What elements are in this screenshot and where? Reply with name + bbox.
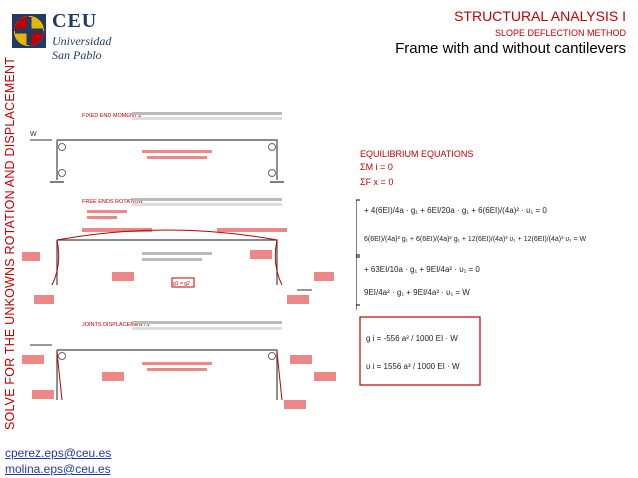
ceu-logo-icon — [12, 14, 46, 48]
equation-row-4: 9EI/4a² · g₁ + 9EI/4a³ · υ₁ = W — [364, 288, 470, 297]
equations-title: EQUILIBRIUM EQUATIONS — [360, 149, 473, 159]
page-title: STRUCTURAL ANALYSIS I — [454, 8, 626, 24]
frame-2 — [56, 239, 278, 285]
equation-row-2: 6(6EI)/(4a)² g₁ + 6(6EI)/(4a)² g₁ + 12(6… — [364, 236, 587, 243]
frame-1 — [56, 139, 278, 180]
section-label-free-ends: FREE ENDS ROTATION — [82, 199, 143, 205]
svg-text:+ 4(6EI)/4a · g₁ + 6EI/20a · g: + 4(6EI)/4a · g₁ + 6EI/20a · g₁ + 6(6EI)… — [364, 206, 547, 215]
section-label-joint-disp: JOINTS DISPLACEMENTS — [82, 322, 150, 328]
frame-3 — [56, 349, 278, 400]
slide-heading: Frame with and without cantilevers — [395, 40, 626, 57]
frame-diagram: FIXED END MOMENTS W FREE ENDS ROTATION g… — [22, 112, 336, 409]
condition-force: ΣF x = 0 — [360, 177, 393, 187]
equation-row-1: + 4(6EI)/4a · g₁ + 6EI/20a · g₁ + 6(6EI)… — [364, 206, 547, 215]
result-displacement: υ i = 1556 a³ / 1000 EI · W — [366, 362, 460, 371]
result-rotation: g i = -556 a² / 1000 EI · W — [366, 334, 458, 343]
equations-panel: EQUILIBRIUM EQUATIONS ΣM i = 0 ΣF x = 0 … — [356, 149, 587, 386]
svg-text:6(6EI)/(4a)² g₁ + 6(6EI)/(4a)²: 6(6EI)/(4a)² g₁ + 6(6EI)/(4a)² g₁ + 12(6… — [364, 236, 587, 243]
brand-university: Universidad — [52, 34, 112, 48]
section-label-fixed-end: FIXED END MOMENTS — [82, 113, 141, 119]
rotation-label: g1 = g2 — [173, 281, 190, 287]
side-caption: SOLVE FOR THE UNKOWNS ROTATION AND DISPL… — [3, 56, 17, 430]
condition-moment: ΣM i = 0 — [360, 162, 393, 172]
brand-campus: San Pablo — [52, 48, 102, 62]
contact-email-2[interactable]: molina.eps@ceu.es — [5, 462, 111, 476]
brand-name: CEU — [52, 10, 98, 32]
equation-row-3: + 63EI/10a · g₁ + 9EI/4a² · υ₁ = 0 — [364, 265, 480, 274]
svg-text:+ 63EI/10a · g₁ + 9EI/4a² · υ₁: + 63EI/10a · g₁ + 9EI/4a² · υ₁ = 0 — [364, 265, 480, 274]
svg-text:9EI/4a² · g₁ + 9EI/4a³ · υ₁ =: 9EI/4a² · g₁ + 9EI/4a³ · υ₁ = W — [364, 288, 470, 297]
page-subtitle: SLOPE DEFLECTION METHOD — [494, 28, 626, 38]
contact-email-1[interactable]: cperez.eps@ceu.es — [5, 446, 112, 460]
load-label-1: W — [30, 131, 37, 138]
